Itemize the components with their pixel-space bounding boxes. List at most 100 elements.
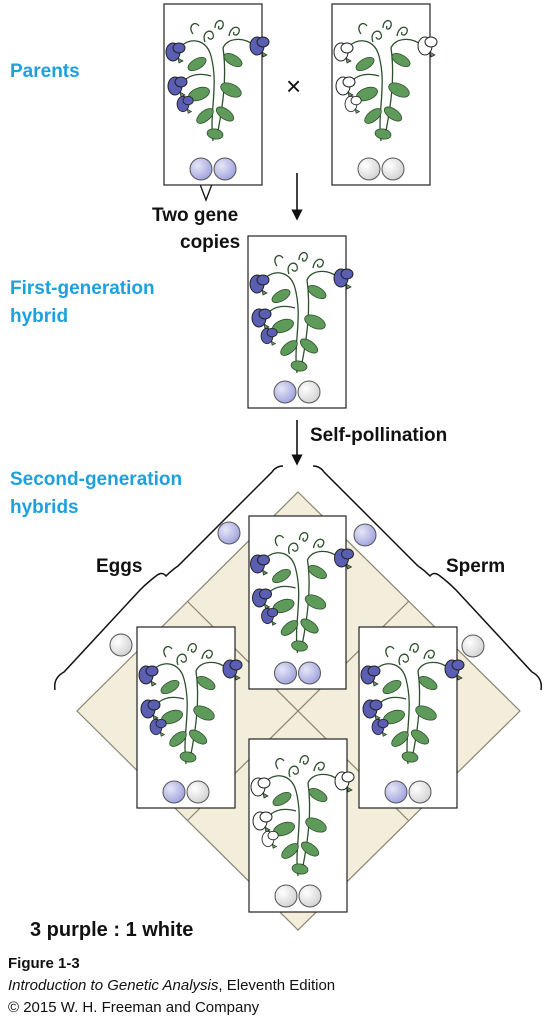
- flower: [251, 308, 272, 330]
- white-allele: [297, 380, 321, 404]
- flower: [344, 95, 362, 114]
- leaf: [300, 618, 319, 634]
- flower: [222, 659, 243, 681]
- egg-gamete-white: [109, 633, 133, 657]
- self-pollination-label: Self-pollination: [310, 425, 447, 446]
- flower: [335, 76, 356, 98]
- flower: [149, 718, 167, 737]
- leaf: [305, 817, 327, 833]
- white-allele: [381, 157, 405, 181]
- leaf: [308, 564, 327, 580]
- leaf: [401, 751, 419, 763]
- leaf: [220, 82, 242, 98]
- f2-card-bottom: [248, 738, 355, 913]
- flower: [360, 665, 381, 687]
- flower: [250, 554, 270, 576]
- flower: [165, 42, 186, 64]
- leaf: [388, 82, 410, 98]
- white-allele: [274, 884, 298, 908]
- flower: [252, 588, 272, 610]
- leaf: [193, 705, 215, 721]
- purple-allele: [273, 380, 297, 404]
- cross-symbol: ×: [286, 71, 301, 101]
- white-allele: [357, 157, 381, 181]
- leaf: [280, 340, 298, 356]
- purple-allele: [384, 780, 408, 804]
- flower: [250, 777, 271, 799]
- egg-gamete-purple: [217, 521, 241, 545]
- leaf: [291, 863, 309, 875]
- eggs-label: Eggs: [96, 556, 142, 577]
- flower: [260, 327, 278, 346]
- leaf: [281, 843, 299, 859]
- flower: [444, 659, 465, 681]
- sperm-label: Sperm: [446, 556, 505, 577]
- flower: [167, 76, 188, 98]
- leaf: [272, 568, 291, 584]
- flower: [362, 699, 383, 721]
- flower: [261, 607, 279, 626]
- book-title: Introduction to Genetic Analysis: [8, 977, 219, 994]
- purple-allele: [162, 780, 186, 804]
- leaf: [188, 729, 208, 745]
- leaf: [169, 731, 187, 747]
- leaf: [300, 841, 320, 857]
- ratio-label: 3 purple : 1 white: [30, 919, 193, 941]
- gene-copies-pointer: [197, 178, 215, 202]
- leaf: [364, 108, 382, 124]
- flower: [333, 268, 354, 290]
- leaf: [280, 620, 299, 636]
- flower: [261, 830, 279, 849]
- leaf: [415, 705, 437, 721]
- purple-allele: [274, 661, 297, 685]
- two-gene-copies-label-line2: copies: [180, 232, 240, 253]
- flower: [334, 548, 354, 570]
- first-generation-card: [247, 235, 354, 409]
- sperm-gamete-white: [461, 634, 485, 658]
- figure-number: Figure 1-3: [8, 955, 80, 972]
- leaf: [179, 751, 197, 763]
- leaf: [307, 284, 327, 300]
- leaf: [196, 675, 216, 691]
- purple-allele: [213, 157, 237, 181]
- leaf: [223, 52, 243, 68]
- flower: [176, 95, 194, 114]
- book-edition: , Eleventh Edition: [218, 977, 335, 994]
- leaf: [383, 106, 403, 122]
- flower: [371, 718, 389, 737]
- leaf: [196, 108, 214, 124]
- first-generation-label-line1: First-generation: [10, 278, 155, 299]
- flower: [334, 771, 355, 793]
- flower: [138, 665, 159, 687]
- flower: [417, 36, 438, 58]
- leaf: [304, 314, 326, 330]
- parent-card-purple: [163, 3, 270, 186]
- white-allele: [408, 780, 432, 804]
- white-allele: [186, 780, 210, 804]
- leaf: [291, 640, 308, 652]
- white-allele: [298, 884, 322, 908]
- eggs-bracket: [53, 465, 284, 691]
- leaf: [374, 128, 392, 140]
- leaf: [272, 791, 292, 807]
- leaf: [355, 56, 375, 72]
- book-citation: Introduction to Genetic Analysis, Eleven…: [8, 977, 335, 994]
- leaf: [391, 731, 409, 747]
- two-gene-copies-label-line1: Two gene: [152, 205, 238, 226]
- leaf: [308, 787, 328, 803]
- leaf: [290, 360, 308, 372]
- flower: [140, 699, 161, 721]
- second-generation-label-line1: Second-generation: [10, 469, 182, 490]
- leaf: [215, 106, 235, 122]
- leaf: [391, 52, 411, 68]
- flower: [249, 274, 270, 296]
- f2-card-left: [136, 626, 243, 809]
- leaf: [187, 56, 207, 72]
- leaf: [160, 679, 180, 695]
- parent-card-white: [331, 3, 438, 186]
- flower: [249, 36, 270, 58]
- leaf: [206, 128, 224, 140]
- leaf: [410, 729, 430, 745]
- purple-allele: [189, 157, 213, 181]
